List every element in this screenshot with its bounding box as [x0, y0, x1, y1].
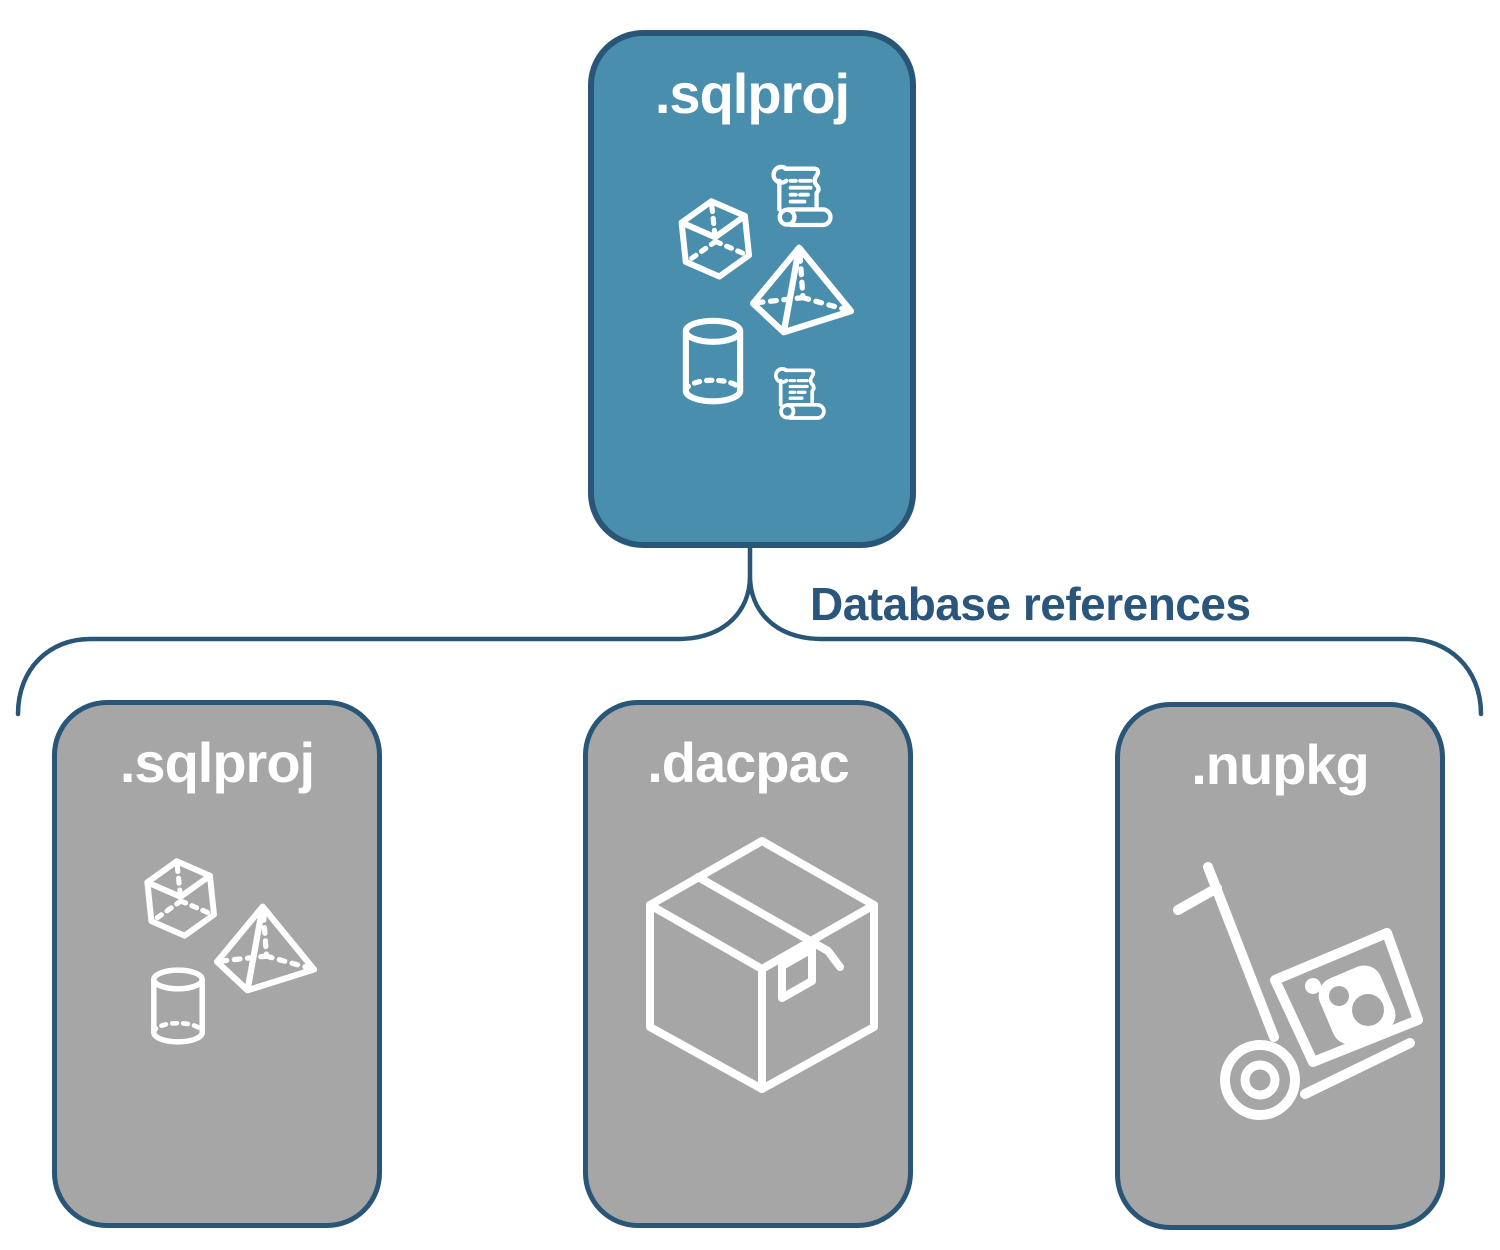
- child-card-title: .nupkg: [1191, 733, 1370, 796]
- pyramid-icon: [748, 242, 856, 338]
- cylinder-icon: [145, 967, 211, 1045]
- package-box-icon: [642, 835, 882, 1095]
- pyramid-icon: [213, 901, 318, 996]
- cube-icon: [139, 856, 224, 941]
- child-card-sqlproj: .sqlproj: [52, 700, 382, 1228]
- hand-truck-nuget-icon: [1170, 847, 1430, 1125]
- root-card-title: .sqlproj: [654, 62, 850, 125]
- root-card-sqlproj: .sqlproj: [588, 30, 916, 548]
- child-card-title: .sqlproj: [119, 731, 315, 794]
- cube-icon: [673, 195, 759, 283]
- cylinder-icon: [678, 315, 748, 407]
- connector-label: Database references: [810, 578, 1251, 630]
- scroll-icon: [766, 363, 832, 429]
- scroll-icon: [762, 160, 840, 238]
- child-card-nupkg: .nupkg: [1115, 702, 1445, 1230]
- child-card-dacpac: .dacpac: [583, 700, 913, 1228]
- child-card-title: .dacpac: [647, 731, 850, 794]
